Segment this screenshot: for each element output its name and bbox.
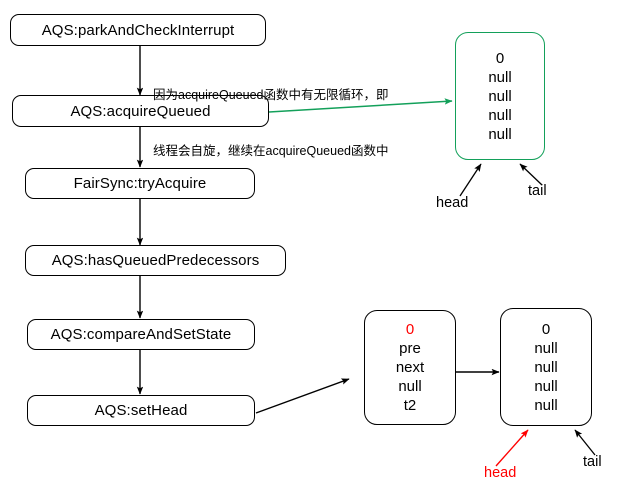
pointer-leader-head-bottom xyxy=(495,429,529,467)
flow-step-acquire-queued[interactable]: AQS:acquireQueued xyxy=(12,95,269,127)
flow-step-has-queued-predecessors[interactable]: AQS:hasQueuedPredecessors xyxy=(25,245,286,276)
pointer-label-tail-top: tail xyxy=(528,183,547,199)
flow-step-set-head[interactable]: AQS:setHead xyxy=(27,395,255,426)
queue-node-top[interactable]: 0 null null null null xyxy=(455,32,545,160)
pointer-label-head-top: head xyxy=(436,195,469,211)
node-cell-extra: null xyxy=(488,106,512,124)
queue-node-head[interactable]: 0 null null null null xyxy=(500,308,592,426)
queue-node-t2[interactable]: 0 pre next null t2 xyxy=(364,310,456,425)
pointer-leader-tail-top xyxy=(519,163,543,186)
pointer-label-tail-bottom: tail xyxy=(583,454,602,470)
flow-step-compare-and-set-state[interactable]: AQS:compareAndSetState xyxy=(27,319,255,350)
node-cell-pre: pre xyxy=(399,340,421,357)
node-cell-next: null xyxy=(534,358,558,376)
flow-step-label: AQS:hasQueuedPredecessors xyxy=(51,252,260,269)
flow-step-label: AQS:setHead xyxy=(94,402,188,419)
connector-sethead-to-node xyxy=(255,378,350,414)
flow-step-label: AQS:acquireQueued xyxy=(70,102,211,120)
node-cell-extra: null xyxy=(398,378,422,395)
loop-annotation: 因为acquireQueued函数中有无限循环，即 线程会自旋，继续在acqui… xyxy=(153,48,388,198)
node-cell-pre: null xyxy=(488,68,512,86)
flow-step-label: AQS:compareAndSetState xyxy=(50,326,232,343)
node-cell-state: 0 xyxy=(495,49,505,67)
flow-step-label: AQS:parkAndCheckInterrupt xyxy=(41,21,235,39)
node-cell-thread: t2 xyxy=(403,397,417,414)
flow-step-try-acquire[interactable]: FairSync:tryAcquire xyxy=(25,168,255,199)
node-cell-pre: null xyxy=(534,339,558,357)
node-cell-next: next xyxy=(395,359,425,376)
connector-acquire-to-queue-green xyxy=(268,98,453,113)
pointer-leader-tail-bottom xyxy=(574,429,596,456)
node-cell-state: 0 xyxy=(405,321,415,338)
node-cell-state: 0 xyxy=(541,320,551,338)
node-cell-next: null xyxy=(488,87,512,105)
node-cell-extra: null xyxy=(534,377,558,395)
loop-annotation-line-2: 线程会自旋，继续在acquireQueued函数中 xyxy=(153,143,389,158)
node-cell-thread: null xyxy=(488,125,512,143)
flow-step-park-and-check-interrupt[interactable]: AQS:parkAndCheckInterrupt xyxy=(10,14,266,46)
pointer-leader-head-top xyxy=(459,163,482,197)
loop-annotation-line-1: 因为acquireQueued函数中有无限循环，即 xyxy=(153,87,389,102)
node-cell-thread: null xyxy=(534,396,558,414)
pointer-label-head-bottom: head xyxy=(484,465,517,481)
flow-step-label: FairSync:tryAcquire xyxy=(73,175,207,192)
